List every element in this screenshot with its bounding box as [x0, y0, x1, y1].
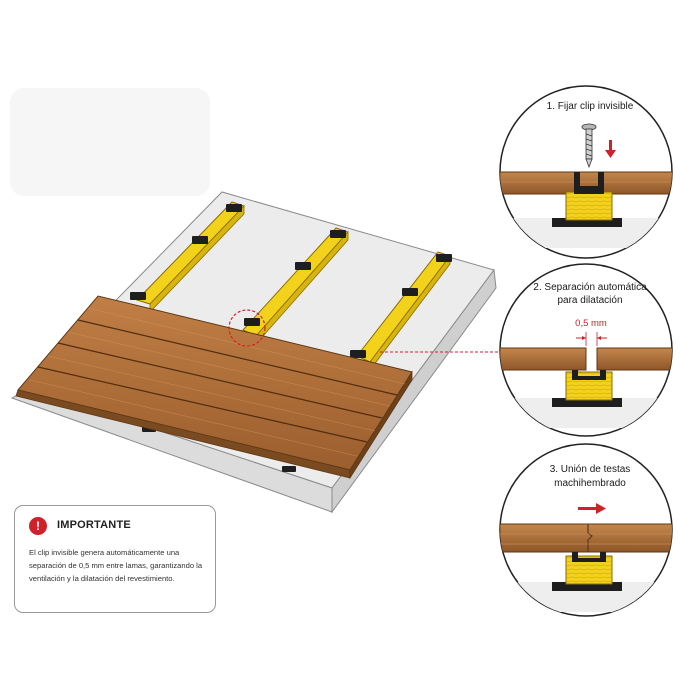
exclamation-icon: !: [29, 517, 47, 535]
joist-clips: [130, 204, 452, 472]
callout-3-title-line1: 3. Unión de testas: [550, 464, 631, 475]
deck-boards: [15, 295, 413, 480]
important-notice: ! IMPORTANTE El clip invisible genera au…: [14, 505, 216, 613]
screw-icon: [581, 123, 597, 169]
callout-2-title-line1: 2. Separación automática: [533, 282, 647, 293]
arrow-right-icon: [578, 503, 606, 514]
arrow-down-icon: [605, 140, 616, 158]
gap-dimension: [576, 332, 607, 346]
callout-3-tongue-groove: 3. Unión de testas machihembrado: [499, 443, 673, 617]
callout-2-title-line2: para dilatación: [557, 295, 622, 306]
notice-text: El clip invisible genera automáticamente…: [29, 548, 203, 583]
callout-3-title-line2: machihembrado: [554, 478, 626, 489]
background-panel: [10, 88, 210, 196]
gap-label: 0,5 mm: [575, 318, 607, 329]
callout-2-expansion-gap: 0,5 mm 2. Separación automática para dil…: [499, 263, 673, 437]
notice-title: IMPORTANTE: [57, 519, 131, 531]
callout-1-title: 1. Fijar clip invisible: [547, 101, 634, 112]
callout-1-fix-clip: 1. Fijar clip invisible: [499, 85, 673, 259]
detail-marker: [228, 309, 266, 347]
